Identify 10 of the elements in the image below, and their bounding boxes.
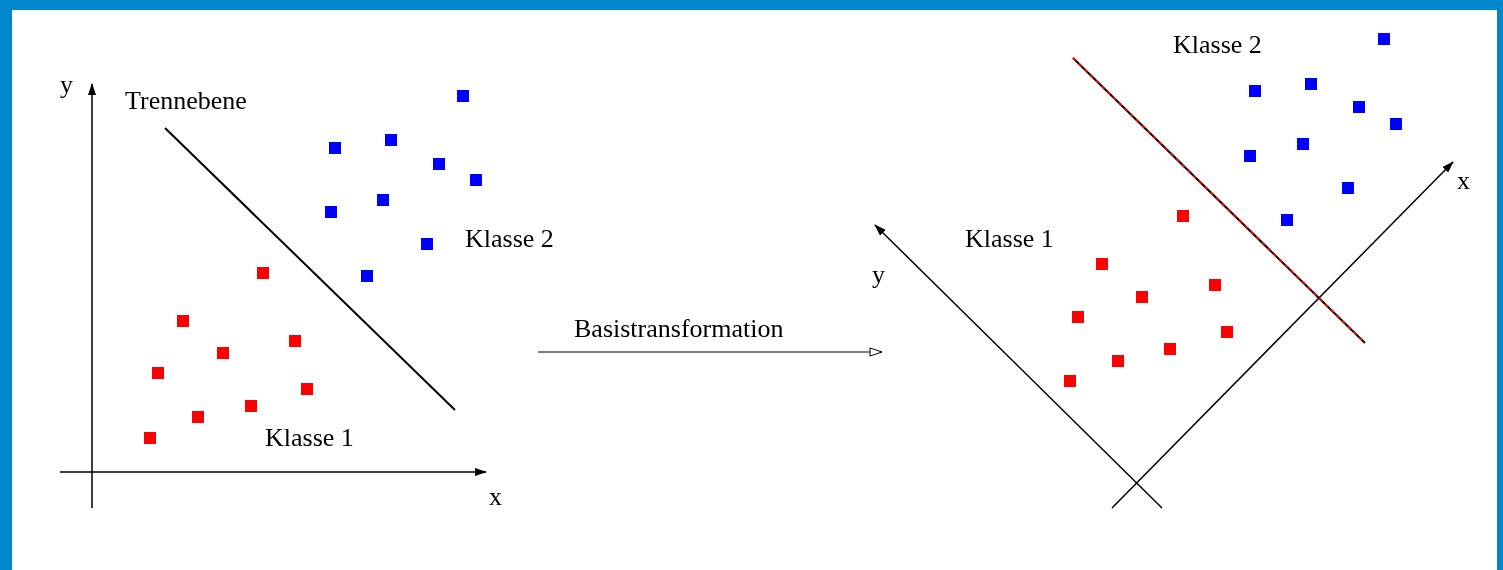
arrow-label: Basistransformation — [574, 316, 784, 342]
class-label: Klasse 2 — [465, 226, 554, 252]
plane-label: Trennebene — [125, 88, 247, 114]
class-label: Klasse 1 — [965, 226, 1054, 252]
axis-label: x — [489, 484, 502, 510]
axis-label: x — [1457, 168, 1470, 194]
class-label: Klasse 1 — [265, 425, 354, 451]
class-label: Klasse 2 — [1173, 32, 1262, 58]
axis-label: y — [60, 72, 73, 98]
axis-label: y — [872, 262, 885, 288]
